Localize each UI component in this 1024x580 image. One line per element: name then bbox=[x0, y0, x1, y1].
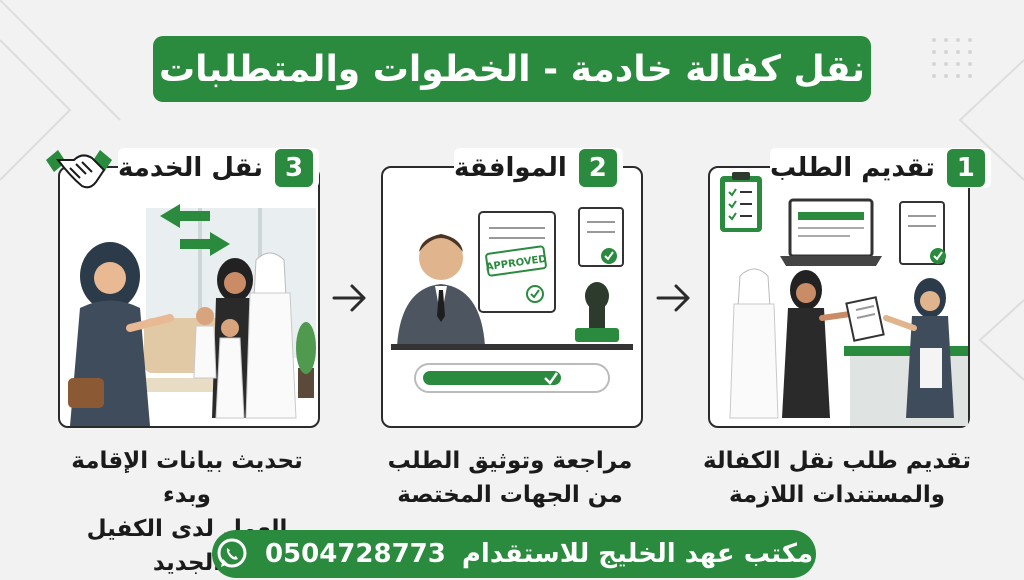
checked-paper-icon bbox=[578, 207, 624, 267]
official-figure bbox=[397, 234, 485, 346]
rubber-stamp-icon bbox=[575, 282, 619, 342]
plant-icon bbox=[296, 322, 316, 398]
step-2-illustration: APPROVED bbox=[391, 207, 633, 393]
handover-papers-icon bbox=[845, 296, 885, 342]
approval-progress-bar bbox=[414, 363, 610, 393]
contact-footer: مكتب عهد الخليج للاستقدام 0504728773 bbox=[212, 530, 816, 578]
step-1-title: تقديم الطلب bbox=[770, 153, 935, 183]
step-2-caption-line-1: مراجعة وتوثيق الطلب bbox=[387, 448, 633, 474]
laptop-icon bbox=[780, 198, 882, 266]
step-1-illustration bbox=[720, 172, 968, 426]
arrow-right-icon bbox=[656, 284, 690, 312]
title-banner: نقل كفالة خادمة - الخطوات والمتطلبات bbox=[153, 36, 871, 102]
sponsor-figure bbox=[729, 268, 779, 419]
office-name: مكتب عهد الخليج للاستقدام bbox=[461, 539, 814, 569]
page-title: نقل كفالة خادمة - الخطوات والمتطلبات bbox=[158, 48, 866, 90]
step-1-caption: تقديم طلب نقل الكفالة والمستندات اللازمة bbox=[702, 444, 972, 512]
maid-figure bbox=[68, 242, 174, 426]
step-2-label: 2 الموافقة bbox=[454, 148, 623, 188]
step-2-panel: APPROVED bbox=[381, 166, 643, 428]
phone-number[interactable]: 0504728773 bbox=[264, 539, 446, 569]
step-1-caption-line-2: والمستندات اللازمة bbox=[728, 482, 946, 508]
whatsapp-icon[interactable] bbox=[215, 537, 249, 571]
step-1-label: 1 تقديم الطلب bbox=[770, 148, 991, 188]
checked-document-icon bbox=[899, 201, 946, 265]
step-2-title: الموافقة bbox=[454, 153, 567, 183]
handshake-icon bbox=[46, 150, 112, 189]
step-1-number: 1 bbox=[946, 149, 985, 187]
step-3-caption-line-1: تحديث بيانات الإقامة وبدء bbox=[71, 448, 303, 508]
transfer-arrows-icon bbox=[160, 204, 230, 256]
step-2-caption-line-2: من الجهات المختصة bbox=[397, 482, 623, 508]
clipboard-checklist-icon bbox=[720, 172, 762, 232]
family-figures bbox=[193, 252, 297, 419]
step-1-panel bbox=[708, 166, 970, 428]
step-2-number: 2 bbox=[578, 149, 617, 187]
step-3-label: 3 نقل الخدمة bbox=[118, 148, 320, 188]
maid-figure bbox=[883, 278, 954, 418]
approved-document-icon: APPROVED bbox=[478, 211, 556, 313]
abaya-figure bbox=[782, 270, 853, 418]
step-1-caption-line-1: تقديم طلب نقل الكفالة bbox=[703, 448, 971, 474]
arrow-right-icon bbox=[332, 284, 366, 312]
step-3-illustration bbox=[68, 204, 316, 426]
step-3-title: نقل الخدمة bbox=[118, 153, 264, 183]
dot-grid bbox=[932, 38, 972, 78]
step-2-caption: مراجعة وتوثيق الطلب من الجهات المختصة bbox=[375, 444, 645, 512]
step-3-number: 3 bbox=[275, 149, 314, 187]
step-3-panel bbox=[58, 166, 320, 428]
